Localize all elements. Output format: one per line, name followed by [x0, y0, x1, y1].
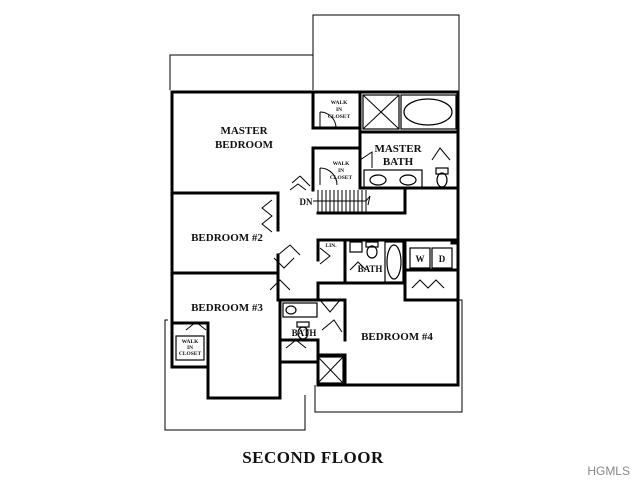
- room-labels: MASTER BEDROOM MASTER BATH BEDROOM #2 BE…: [179, 100, 446, 357]
- label-master-bath-2: BATH: [383, 156, 414, 168]
- label-closet1-1: WALK: [331, 100, 349, 106]
- exterior-walls: [170, 90, 460, 400]
- label-bedroom-4: BEDROOM #4: [361, 331, 433, 343]
- doors: [185, 111, 451, 349]
- label-closet2-2: IN: [338, 168, 344, 174]
- label-washer: W: [416, 254, 425, 264]
- watermark: HGMLS: [587, 464, 630, 478]
- label-closet3-3: CLOSET: [179, 351, 202, 357]
- label-closet3-2: IN: [187, 345, 193, 351]
- label-closet2-3: CLOSET: [330, 175, 353, 181]
- label-bedroom-2: BEDROOM #2: [191, 232, 263, 244]
- plan-title: SECOND FLOOR: [242, 448, 384, 467]
- label-bedroom-3: BEDROOM #3: [191, 302, 263, 314]
- stairs: [313, 190, 371, 213]
- label-closet2-1: WALK: [333, 161, 351, 167]
- label-master-bedroom-2: BEDROOM: [215, 139, 274, 151]
- label-closet1-2: IN: [336, 107, 342, 113]
- roof-outlines: [164, 14, 463, 431]
- label-dryer: D: [439, 254, 446, 264]
- label-closet1-3: CLOSET: [328, 114, 351, 120]
- label-master-bath-1: MASTER: [374, 143, 422, 155]
- label-stair-down: DN: [300, 197, 313, 207]
- label-small-bath: BATH: [358, 264, 383, 274]
- fixtures: [175, 94, 457, 384]
- label-master-bedroom-1: MASTER: [220, 125, 268, 137]
- label-hall-bath: BATH: [292, 328, 317, 338]
- label-linen: LIN.: [325, 243, 337, 249]
- label-closet3-1: WALK: [182, 339, 200, 345]
